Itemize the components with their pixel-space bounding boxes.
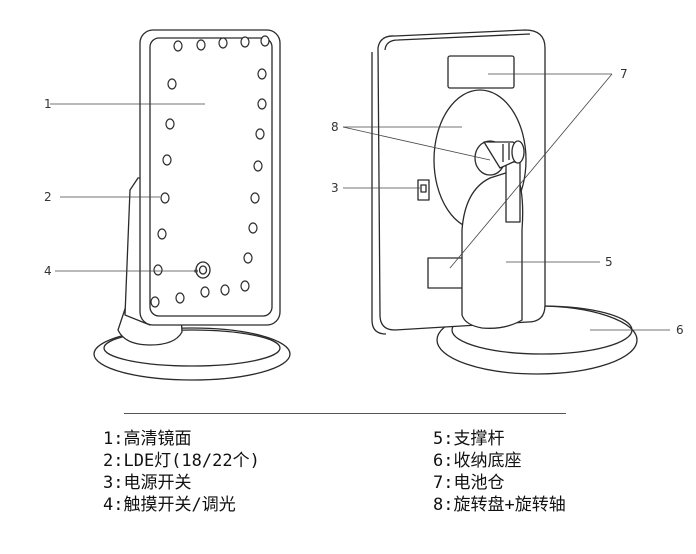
callout-5: 5	[605, 255, 613, 269]
power-switch	[417, 179, 430, 201]
divider-line	[124, 413, 566, 414]
front-mirror-face	[149, 37, 273, 317]
battery-compartment	[447, 55, 515, 89]
callout-3: 3	[331, 181, 339, 195]
legend-item-2: 2:LDE灯(18/22个)	[103, 451, 260, 471]
back-view	[371, 29, 638, 375]
led-lights	[150, 35, 270, 308]
callout-8: 8	[331, 120, 339, 134]
front-view	[93, 29, 291, 381]
legend-item-7: 7:电池仓	[433, 473, 505, 493]
front-base-tray	[103, 329, 281, 367]
legend-left: 1:高清镜面 2:LDE灯(18/22个) 3:电源开关 4:触摸开关/调光	[103, 428, 260, 516]
callout-6: 6	[676, 323, 684, 337]
back-label	[427, 257, 469, 289]
legend-item-6: 6:收纳底座	[433, 451, 522, 471]
legend-item-5: 5:支撑杆	[433, 429, 505, 449]
leader-lines	[50, 73, 670, 331]
callout-1: 1	[44, 97, 52, 111]
legend-item-3: 3:电源开关	[103, 473, 192, 493]
legend-item-8: 8:旋转盘+旋转轴	[433, 495, 566, 515]
back-mirror-edge	[371, 52, 387, 335]
legend-right: 5:支撑杆 6:收纳底座 7:电池仓 8:旋转盘+旋转轴	[433, 428, 566, 516]
legend-item-4: 4:触摸开关/调光	[103, 495, 236, 515]
callout-2: 2	[44, 190, 52, 204]
callout-4: 4	[44, 264, 52, 278]
touch-switch	[195, 261, 211, 279]
legend-item-1: 1:高清镜面	[103, 429, 192, 449]
callout-7: 7	[620, 67, 628, 81]
mirror-diagram: 1 2 4 8 3 7 5 6	[44, 29, 684, 381]
